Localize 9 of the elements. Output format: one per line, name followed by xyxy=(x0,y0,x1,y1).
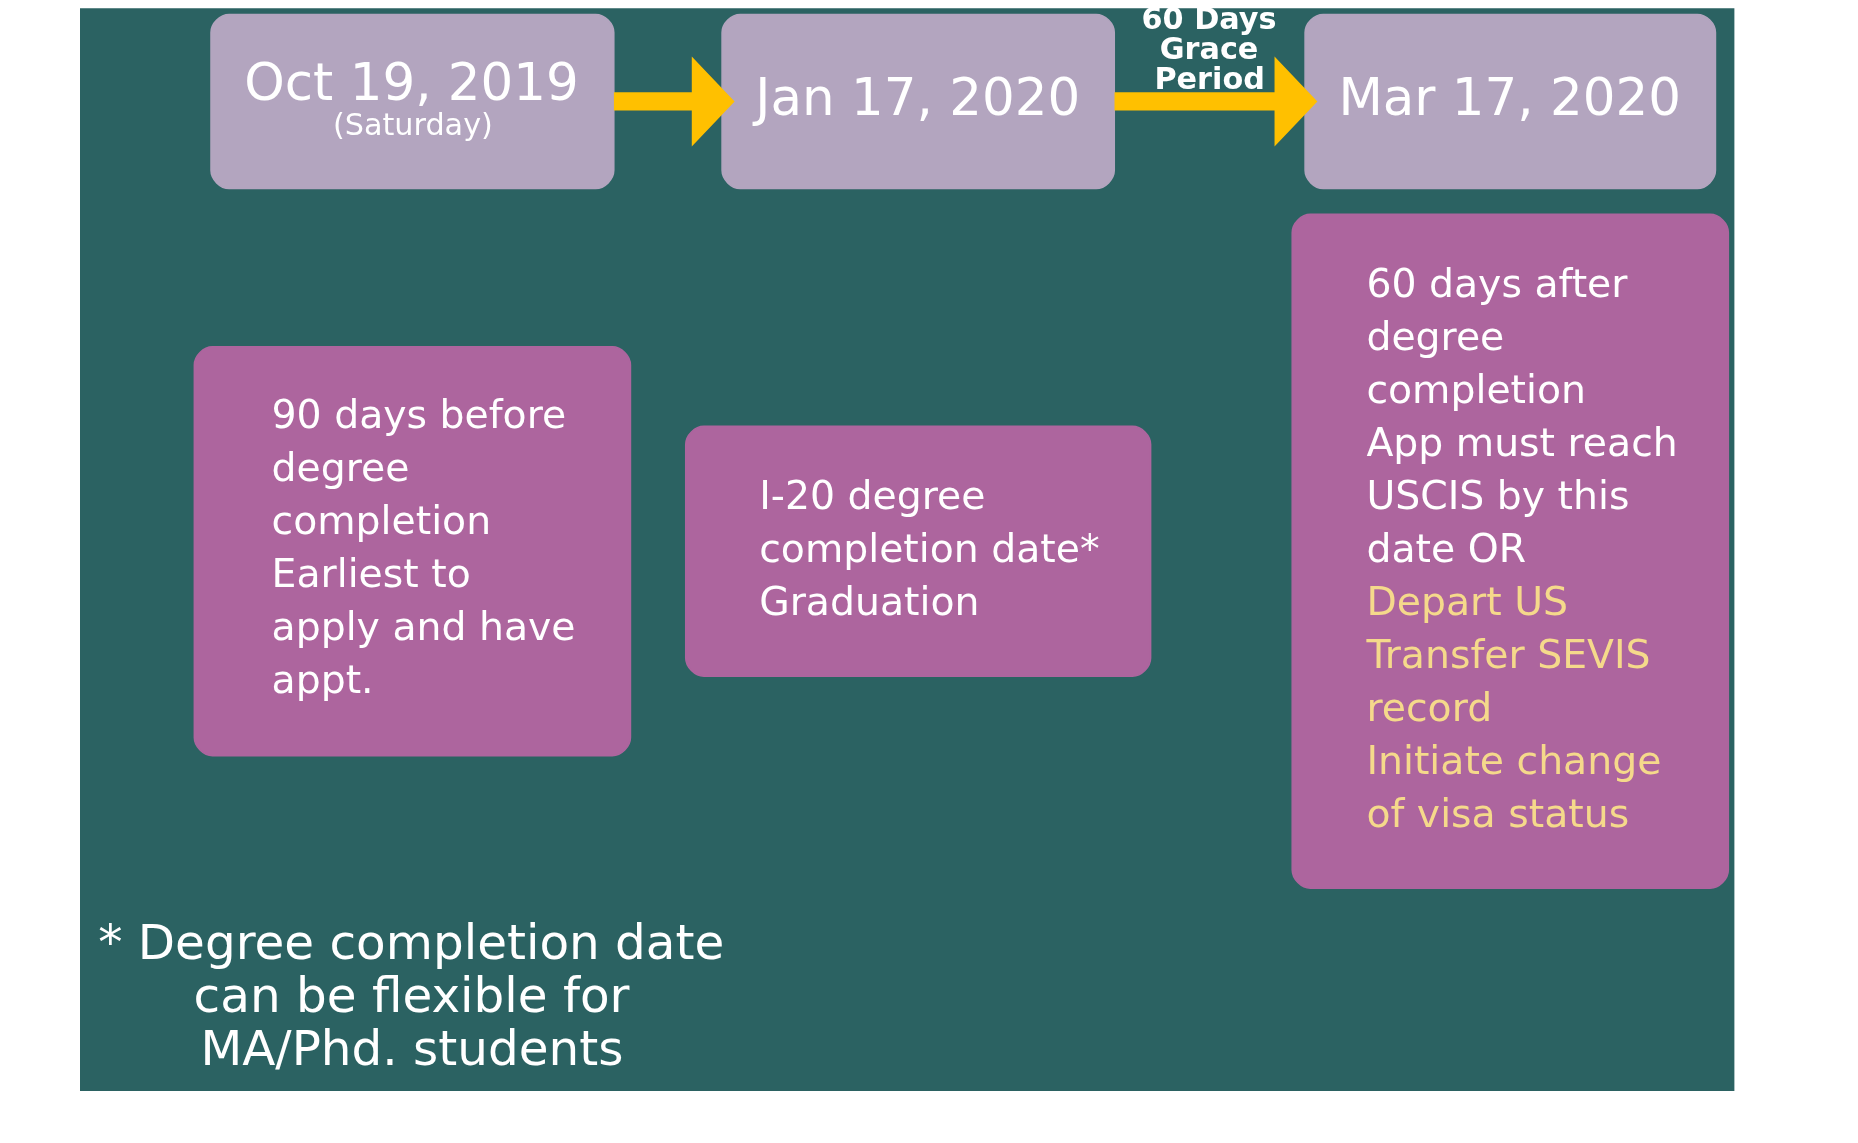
label: * Degree completion date can be flexible for MA/Phd. students xyxy=(98,913,725,1076)
node-box: 60 days after degree completion App must reach USCIS by this date OR Depart US Transfer SEVIS record Initiate change of visa status xyxy=(1291,213,1730,889)
node-box: Jan 17, 2020 xyxy=(721,13,1116,190)
node-box: 90 days before degree completion Earliest to apply and have appt. xyxy=(193,346,632,757)
arrow xyxy=(613,56,735,147)
node-box: I-20 degree completion date* Graduation xyxy=(684,425,1152,677)
arrow xyxy=(1114,56,1318,147)
node-box: Mar 17, 2020 xyxy=(1304,13,1717,190)
node-box: Oct 19, 2019 (Saturday) xyxy=(210,13,615,190)
